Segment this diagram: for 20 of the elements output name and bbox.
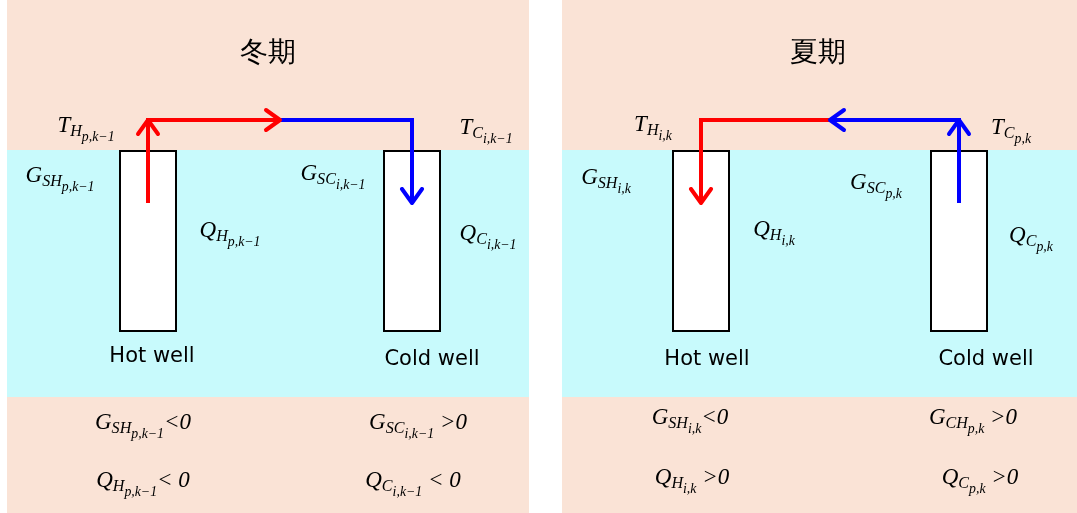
inequality-label: G$_{SH}$$_{i,k}$<0 (651, 403, 729, 437)
well-caption: Hot well (664, 346, 750, 370)
inequality-label: Q$_{H}$$_{i,k}$ >0 (654, 463, 730, 497)
well-box (383, 150, 441, 332)
panel-background (7, 0, 529, 513)
inequality-label: G$_{SC}$$_{i,k−1}$ >0 (369, 408, 467, 442)
panel-background (562, 0, 1077, 513)
inequality-label: G$_{CH}$$_{p,k}$ >0 (928, 403, 1018, 437)
well-box (119, 150, 177, 332)
inequality-label: Q$_{C}$$_{p,k}$ >0 (941, 463, 1019, 497)
well-caption: Cold well (384, 346, 480, 370)
well-box (930, 150, 988, 332)
inequality-label: Q$_{H}$$_{p,k−1}$< 0 (96, 466, 190, 500)
well-caption: Hot well (109, 343, 195, 367)
inequality-label: Q$_{C}$$_{i,k−1}$ < 0 (365, 466, 461, 500)
inequality-label: G$_{SH}$$_{p,k−1}$<0 (95, 408, 191, 442)
panel-title: 冬期 (240, 34, 296, 70)
panel-title: 夏期 (790, 34, 846, 70)
well-caption: Cold well (938, 346, 1034, 370)
well-box (672, 150, 730, 332)
